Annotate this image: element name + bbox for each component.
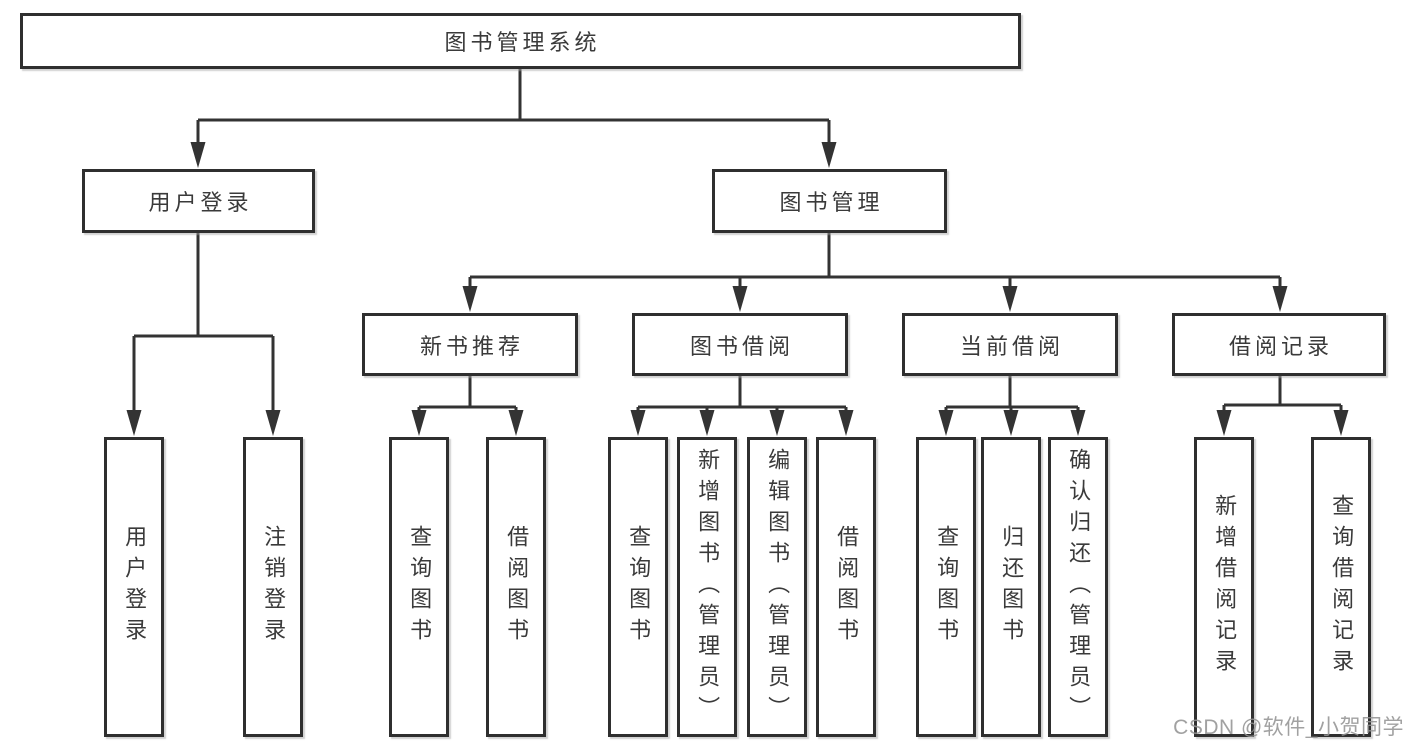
leaf-label: 查询图书 <box>407 525 433 649</box>
node-label: 新书推荐 <box>419 333 524 359</box>
node-label: 当前借阅 <box>959 333 1064 359</box>
leaf-label: 新增借阅记录 <box>1212 494 1238 680</box>
leaf-query-books-current: 查询图书 <box>916 437 976 737</box>
leaf-query-books-recommend: 查询图书 <box>389 437 449 737</box>
leaf-label: 注销登录 <box>261 525 287 649</box>
node-borrowing-records: 借阅记录 <box>1172 313 1386 376</box>
csdn-watermark: CSDN @软件_小贺同学 <box>1173 716 1404 739</box>
leaf-query-books-borrowing: 查询图书 <box>608 437 668 737</box>
node-label: 用户登录 <box>148 190 253 215</box>
leaf-borrow-books: 借阅图书 <box>816 437 876 737</box>
leaf-confirm-return-admin: 确认归还（管理员） <box>1048 437 1108 737</box>
leaf-label: 查询借阅记录 <box>1329 494 1355 680</box>
node-label: 借阅记录 <box>1228 333 1333 359</box>
leaf-label: 借阅图书 <box>504 525 530 649</box>
leaf-add-borrow-record: 新增借阅记录 <box>1194 437 1254 737</box>
leaf-user-login: 用户登录 <box>104 437 164 737</box>
node-new-book-recommendation: 新书推荐 <box>362 313 578 376</box>
node-book-management: 图书管理 <box>712 169 947 233</box>
leaf-add-books-admin: 新增图书（管理员） <box>677 437 737 737</box>
leaf-label: 归还图书 <box>999 525 1025 649</box>
leaf-label: 编辑图书（管理员） <box>765 447 791 727</box>
node-library-management-system: 图书管理系统 <box>20 13 1021 69</box>
node-book-borrowing: 图书借阅 <box>632 313 848 376</box>
leaf-label: 确认归还（管理员） <box>1066 447 1092 727</box>
leaf-edit-books-admin: 编辑图书（管理员） <box>747 437 807 737</box>
leaf-label: 查询图书 <box>934 525 960 649</box>
leaf-label: 借阅图书 <box>834 525 860 649</box>
leaf-label: 用户登录 <box>122 525 148 649</box>
leaf-label: 查询图书 <box>626 525 652 649</box>
node-user-login: 用户登录 <box>82 169 315 233</box>
node-current-borrowing: 当前借阅 <box>902 313 1118 376</box>
node-label: 图书借阅 <box>689 333 794 359</box>
leaf-label: 新增图书（管理员） <box>695 447 721 727</box>
leaf-query-borrow-record: 查询借阅记录 <box>1311 437 1371 737</box>
leaf-return-books: 归还图书 <box>981 437 1041 737</box>
node-label: 图书管理 <box>779 190 884 215</box>
leaf-borrow-books-recommend: 借阅图书 <box>486 437 546 737</box>
node-label: 图书管理系统 <box>444 30 601 55</box>
leaf-logout: 注销登录 <box>243 437 303 737</box>
